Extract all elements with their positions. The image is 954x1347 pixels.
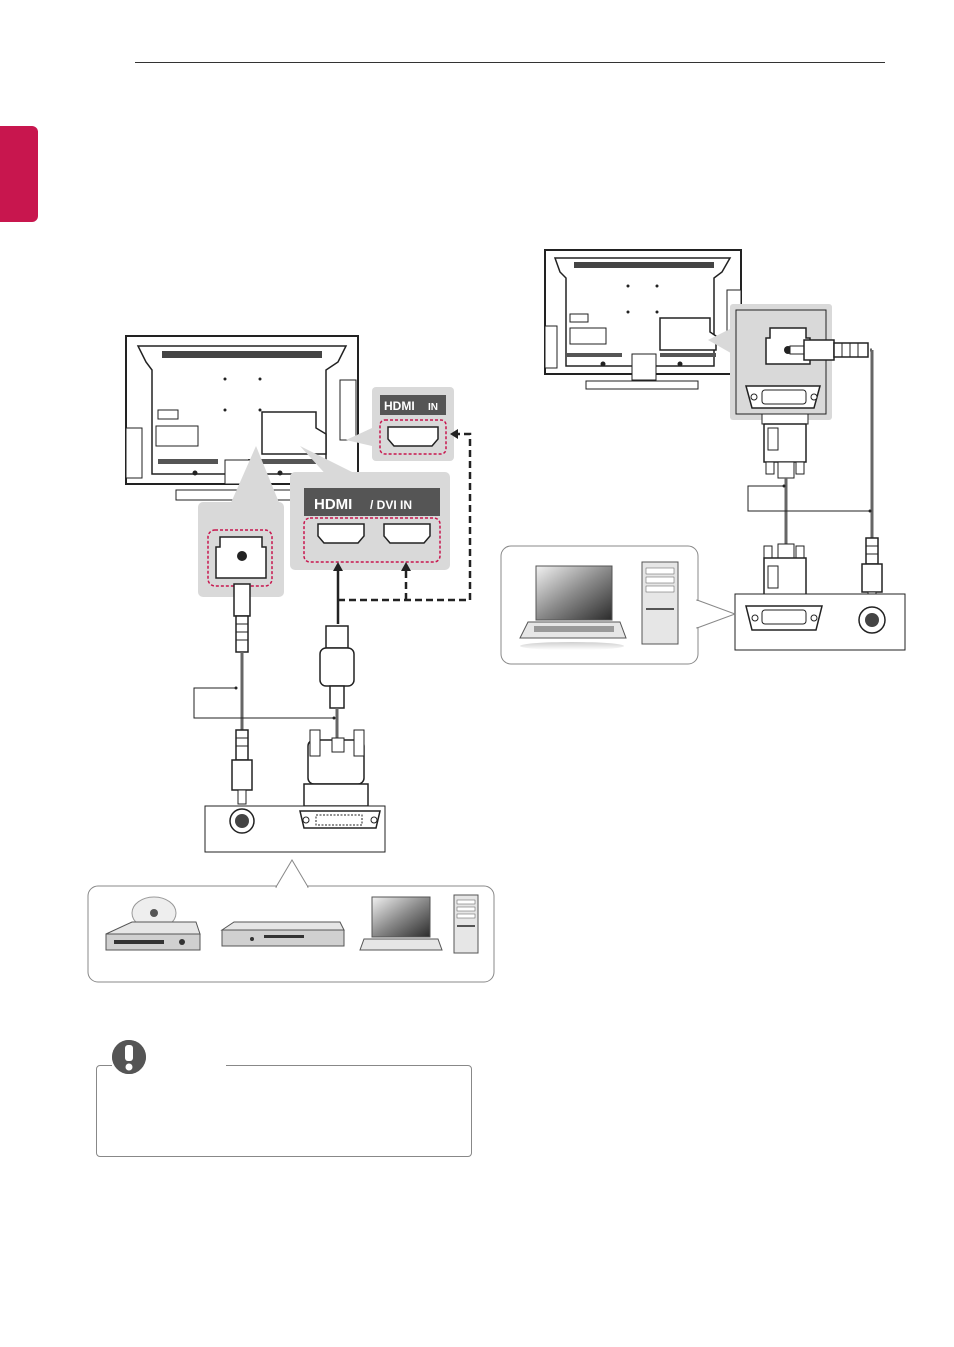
hdmi-dvi-label-bar bbox=[304, 488, 440, 516]
audio-cable-right-plug bbox=[789, 339, 869, 361]
laptop-icon-right bbox=[519, 565, 627, 650]
laptop-icon bbox=[359, 896, 443, 951]
set-top-box-icon bbox=[220, 921, 345, 947]
hdmi-dvi-diagram: HDMI IN HDMI / DVI IN bbox=[87, 335, 495, 983]
hdmi-dvi-suffix: / DVI IN bbox=[370, 498, 412, 512]
hdmi-dvi-port-2 bbox=[383, 523, 431, 544]
desktop-tower-icon bbox=[453, 894, 479, 954]
desktop-tower-icon-right bbox=[641, 561, 679, 645]
hdmi-dvi-in-callout bbox=[290, 472, 450, 570]
note-box bbox=[96, 1065, 472, 1157]
chapter-tab[interactable] bbox=[0, 126, 38, 222]
hdmi-dvi-logo: HDMI bbox=[314, 496, 352, 513]
rgb-cable bbox=[761, 413, 809, 607]
hdmi-dvi-port-1 bbox=[317, 523, 365, 544]
hdmi-port bbox=[387, 426, 439, 447]
audio-cable-left bbox=[231, 583, 253, 805]
rgb-diagram bbox=[500, 249, 906, 665]
hdmi-in-logo: HDMI bbox=[384, 399, 415, 413]
header-rule bbox=[135, 62, 885, 63]
note-box-gap bbox=[112, 1060, 226, 1070]
hdmi-in-label-bar bbox=[380, 395, 446, 415]
hdmi-dvi-cable bbox=[303, 625, 369, 807]
tv-back-right bbox=[544, 249, 742, 390]
dvd-player-icon bbox=[105, 896, 201, 951]
hdmi-in-suffix: IN bbox=[428, 402, 438, 413]
